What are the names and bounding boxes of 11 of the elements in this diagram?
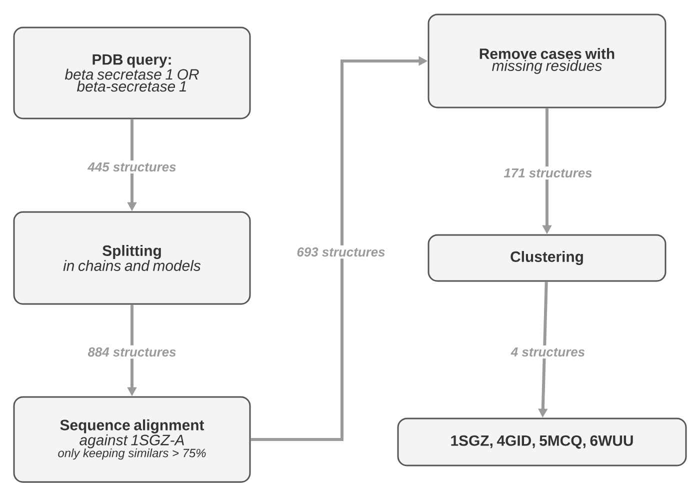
edge-label: 445 structures xyxy=(86,160,178,174)
edge-label: 884 structures xyxy=(86,345,178,359)
process-box: PDB query: beta secretase 1 OR beta-secretase 1 xyxy=(13,26,251,120)
process-box: Clustering xyxy=(428,234,666,282)
process-box: Remove cases with missing residues xyxy=(428,14,666,108)
process-box: 1SGZ, 4GID, 5MCQ, 6WUU xyxy=(397,418,687,466)
process-box: Splitting in chains and models xyxy=(13,211,251,305)
process-box: Sequence alignment against 1SGZ-A only keeping similars > 75% xyxy=(13,396,251,483)
edge-label: 4 structures xyxy=(508,345,588,359)
edge-label: 693 structures xyxy=(294,245,388,259)
edge-label: 171 structures xyxy=(502,166,594,180)
